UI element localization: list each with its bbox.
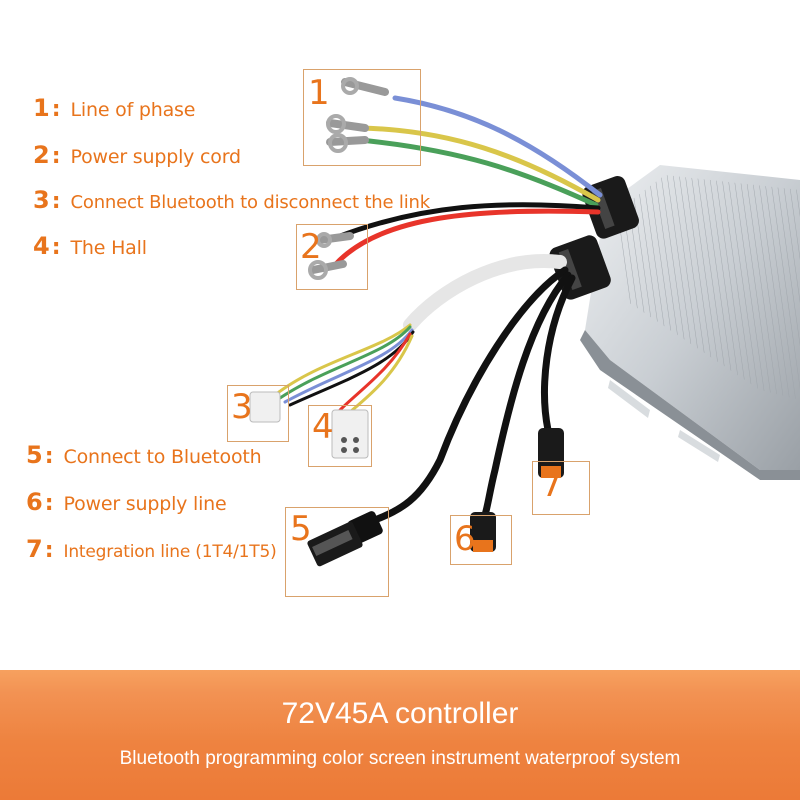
legend-label: The Hall (70, 237, 147, 259)
legend-number: 5 (26, 441, 43, 469)
phase-wires (357, 95, 603, 208)
callout-number-4: 4 (312, 407, 334, 447)
callout-box-6 (450, 515, 512, 565)
callout-box-3 (227, 385, 289, 442)
legend-number: 2 (33, 141, 50, 169)
legend-colon: : (51, 235, 61, 260)
callout-number-5: 5 (290, 509, 312, 549)
legend-item-7: 7 : Integration line (1T4/1T5) (26, 535, 277, 563)
legend-colon: : (51, 97, 61, 122)
legend-number: 7 (26, 535, 43, 563)
callout-box-2 (296, 224, 368, 290)
usb-connector (307, 511, 383, 567)
legend-number: 6 (26, 488, 43, 516)
controller-housing (580, 165, 800, 480)
legend-item-1: 1 : Line of phase (33, 94, 195, 122)
callout-number-2: 2 (300, 227, 322, 267)
ring-terminals-power (308, 232, 354, 280)
connector-4 (331, 409, 369, 459)
legend-label: Power supply cord (70, 146, 242, 168)
legend-number: 4 (33, 232, 50, 260)
legend-item-4: 4 : The Hall (33, 232, 147, 260)
callout-box-1 (303, 69, 421, 166)
legend-colon: : (44, 444, 54, 469)
legend-number: 1 (33, 94, 50, 122)
banner-subtitle: Bluetooth programming color screen instr… (119, 748, 681, 769)
legend-number: 3 (33, 186, 50, 214)
connector-7 (538, 428, 564, 478)
legend-item-6: 6 : Power supply line (26, 488, 227, 516)
black-cables (371, 266, 576, 524)
legend-label: Power supply line (63, 493, 227, 515)
controller-photo (249, 77, 800, 567)
banner-title: 72V45A controller (281, 697, 519, 730)
legend-item-3: 3 : Connect Bluetooth to disconnect the … (33, 186, 430, 214)
legend-label: Line of phase (70, 99, 196, 121)
callout-number-3: 3 (231, 387, 253, 427)
callout-number-6: 6 (454, 519, 476, 559)
connector-3 (249, 391, 281, 423)
ring-terminals-phase (326, 77, 389, 153)
callout-box-4 (308, 405, 372, 467)
signal-bundle (273, 254, 567, 414)
legend-colon: : (51, 189, 61, 214)
legend-label: Integration line (1T4/1T5) (63, 542, 277, 562)
legend-label: Connect to Bluetooth (63, 446, 262, 468)
callout-number-7: 7 (541, 465, 563, 505)
legend-colon: : (44, 491, 54, 516)
callout-number-1: 1 (308, 73, 330, 113)
legend-colon: : (44, 538, 54, 563)
callout-box-7 (532, 461, 590, 515)
legend-colon: : (51, 144, 61, 169)
legend-item-2: 2 : Power supply cord (33, 141, 241, 169)
legend-item-5: 5 : Connect to Bluetooth (26, 441, 262, 469)
banner (0, 670, 800, 800)
callout-box-5 (285, 507, 389, 597)
legend-label: Connect Bluetooth to disconnect the link (70, 192, 431, 213)
connector-6 (470, 512, 496, 552)
